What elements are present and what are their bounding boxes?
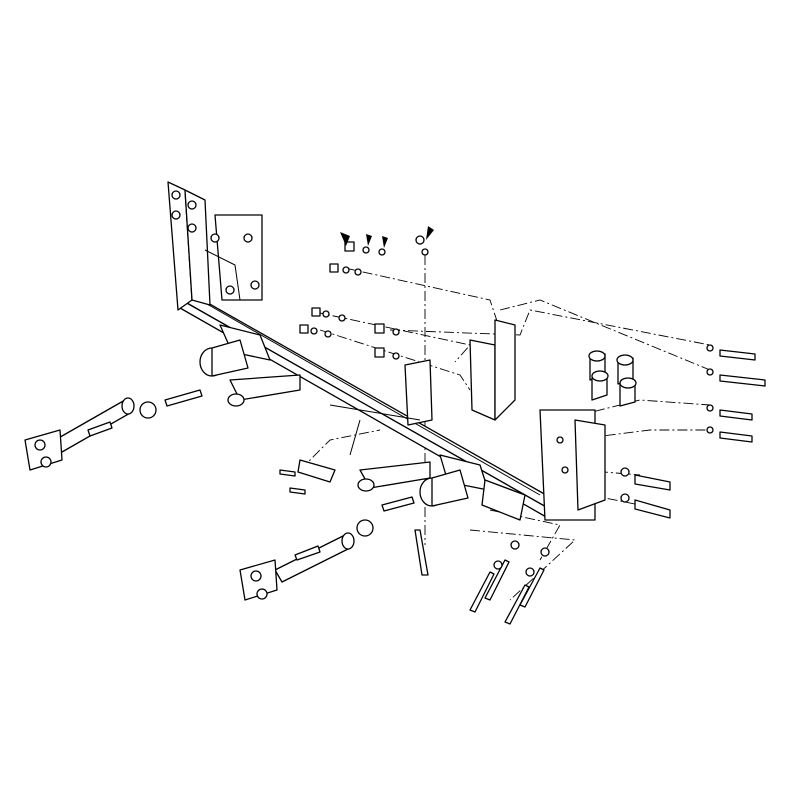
arrow-markers (340, 226, 434, 248)
right-receiver (357, 454, 526, 521)
left-tow-arm (24, 389, 203, 471)
bracket-studs (171, 190, 260, 295)
spacer-tubes (588, 350, 637, 407)
hex-bolts (414, 349, 766, 576)
left-mounting-bracket (167, 181, 263, 311)
safety-cable-brackets (279, 404, 421, 495)
right-tow-arm (239, 496, 415, 601)
lower-bolt-cluster (469, 540, 550, 625)
center-bracket (404, 319, 516, 426)
right-mounting-plate (539, 409, 606, 521)
nuts-and-washers (299, 235, 714, 503)
left-receiver (199, 324, 301, 407)
